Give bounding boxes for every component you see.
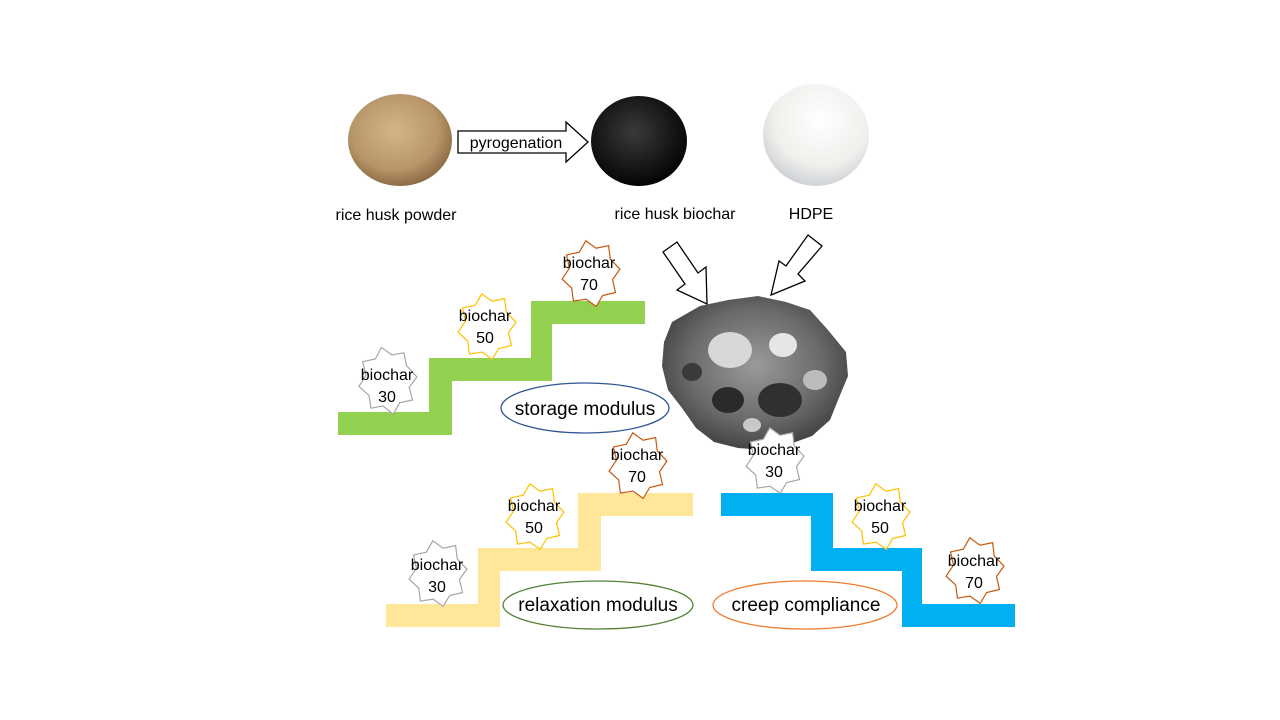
storage-badge-30-word: biochar bbox=[361, 367, 414, 384]
creep-badge-50-value: 50 bbox=[871, 520, 889, 537]
relaxation-badge-70-value: 70 bbox=[628, 469, 646, 486]
pyrogenation-arrow bbox=[457, 120, 589, 164]
storage-biochar-30-badge bbox=[358, 346, 418, 416]
creep-badge-30-value: 30 bbox=[765, 464, 783, 481]
creep-compliance-staircase bbox=[721, 493, 1015, 627]
hdpe-to-composite-arrow bbox=[770, 234, 823, 297]
hdpe-image bbox=[763, 84, 869, 186]
storage-modulus-label: storage modulus bbox=[515, 399, 655, 420]
composite-sem-image bbox=[662, 296, 848, 450]
relaxation-badge-30-word: biochar bbox=[411, 557, 464, 574]
rice-husk-powder-label: rice husk powder bbox=[336, 207, 458, 224]
storage-modulus-ellipse bbox=[500, 382, 670, 434]
creep-badge-70-word: biochar bbox=[948, 553, 1001, 570]
rice-husk-biochar-label: rice husk biochar bbox=[615, 206, 737, 223]
relaxation-biochar-30-badge bbox=[408, 539, 468, 608]
creep-badge-30-word: biochar bbox=[748, 442, 801, 459]
creep-badge-70-value: 70 bbox=[965, 575, 983, 592]
relaxation-biochar-70-badge bbox=[608, 431, 668, 500]
creep-compliance-label: creep compliance bbox=[732, 595, 881, 616]
relaxation-badge-50-value: 50 bbox=[525, 520, 543, 537]
creep-biochar-70-badge bbox=[945, 536, 1005, 605]
storage-badge-70-value: 70 bbox=[580, 277, 598, 294]
biochar-to-composite-arrow bbox=[662, 241, 708, 306]
pyrogenation-label: pyrogenation bbox=[470, 135, 563, 152]
storage-biochar-70-badge bbox=[561, 239, 621, 308]
relaxation-modulus-ellipse bbox=[502, 580, 694, 630]
creep-biochar-50-badge bbox=[851, 482, 911, 551]
rice-husk-powder-image bbox=[348, 94, 452, 186]
creep-compliance-ellipse bbox=[712, 580, 898, 630]
rice-husk-biochar-image bbox=[591, 96, 687, 186]
relaxation-badge-70-word: biochar bbox=[611, 447, 664, 464]
storage-biochar-50-badge bbox=[457, 292, 517, 361]
storage-badge-50-word: biochar bbox=[459, 308, 512, 325]
relaxation-modulus-label: relaxation modulus bbox=[518, 595, 677, 616]
hdpe-label: HDPE bbox=[789, 206, 833, 223]
storage-modulus-staircase bbox=[338, 301, 645, 435]
creep-badge-50-word: biochar bbox=[854, 498, 907, 515]
relaxation-badge-50-word: biochar bbox=[508, 498, 561, 515]
creep-biochar-30-badge bbox=[745, 426, 805, 495]
relaxation-biochar-50-badge bbox=[505, 482, 565, 551]
storage-badge-70-word: biochar bbox=[563, 255, 616, 272]
storage-badge-30-value: 30 bbox=[378, 389, 396, 406]
relaxation-modulus-staircase bbox=[386, 493, 693, 627]
relaxation-badge-30-value: 30 bbox=[428, 579, 446, 596]
storage-badge-50-value: 50 bbox=[476, 330, 494, 347]
